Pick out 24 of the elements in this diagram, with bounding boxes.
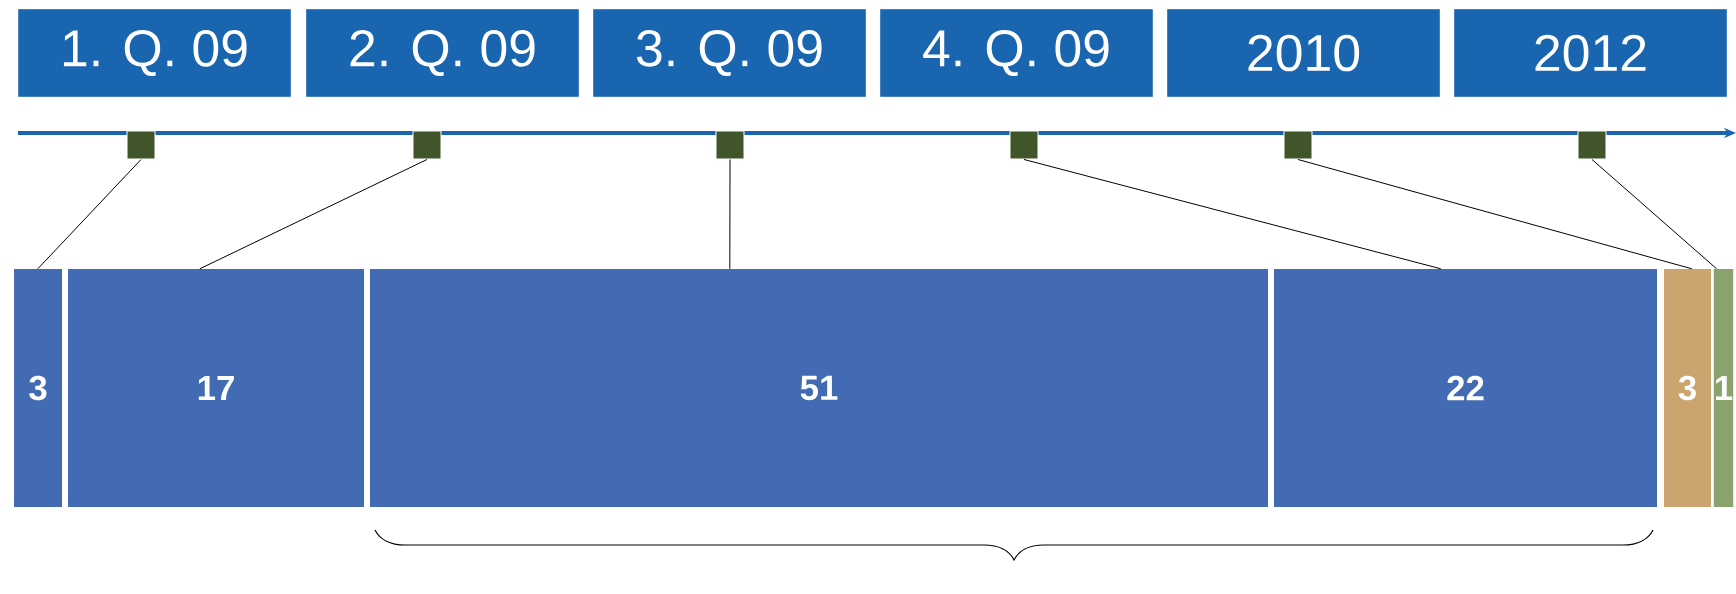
timeline-marker [1283,130,1313,160]
segment-bar: 51 [370,269,1268,507]
segment-bar: 17 [68,269,364,507]
segment-bar: 3 [14,269,62,507]
leader-line [1591,159,1718,270]
timeline-marker [1009,130,1039,160]
segment-bar: 22 [1274,269,1657,507]
period-box: 3. Q. 09 [592,8,867,98]
segment-bar: 3 [1664,269,1711,507]
period-box: 4. Q. 09 [879,8,1154,98]
leader-line [729,159,731,270]
timeline-marker [126,130,156,160]
period-box: 2. Q. 09 [305,8,580,98]
timeline-marker [715,130,745,160]
period-box: 2012 [1453,8,1728,98]
period-box: 2010 [1166,8,1441,98]
timeline-marker [412,130,442,160]
leader-line [1297,159,1693,270]
segment-bar: 1 [1713,269,1734,507]
leader-line [1023,159,1442,270]
leader-line [37,159,142,270]
leader-line [199,159,428,270]
period-box: 1. Q. 09 [17,8,292,98]
timeline-marker [1577,130,1607,160]
